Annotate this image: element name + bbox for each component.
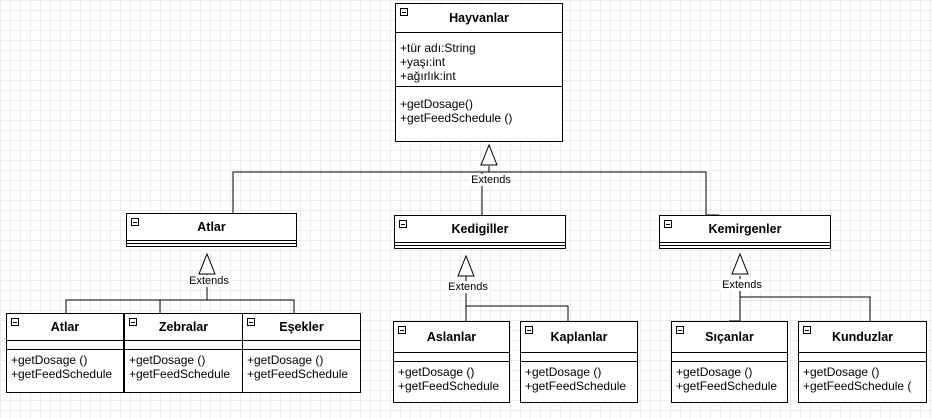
- class-name: Zebralar: [158, 320, 209, 334]
- class-name: Sıçanlar: [705, 330, 754, 344]
- collapse-icon[interactable]: [664, 220, 672, 228]
- class-name: Kunduzlar: [831, 330, 894, 344]
- collapse-icon[interactable]: [247, 318, 255, 326]
- method: +getDosage (): [676, 365, 753, 379]
- attribute: +tür adı:String: [400, 41, 476, 55]
- class-hayvanlar[interactable]: Hayvanlar +tür adı:String +yaşı:int +ağı…: [395, 3, 563, 142]
- methods-section: +getDosage () +getFeedSchedule: [7, 350, 123, 384]
- collapse-icon[interactable]: [803, 326, 811, 334]
- collapse-icon[interactable]: [525, 326, 533, 334]
- class-kemirgenler[interactable]: Kemirgenler: [659, 215, 831, 249]
- methods-section: +getDosage () +getFeedSchedule: [394, 362, 509, 396]
- class-kunduzlar[interactable]: Kunduzlar +getDosage () +getFeedSchedule…: [798, 321, 927, 403]
- extends-label-kemirgenler: Extends: [720, 279, 764, 291]
- class-name: Hayvanlar: [449, 11, 509, 25]
- attributes-section: [243, 341, 360, 350]
- attributes-section: [125, 341, 242, 350]
- class-header: Atlar: [7, 314, 123, 341]
- attribute: +yaşı:int: [400, 55, 446, 69]
- class-name: Kedigiller: [451, 222, 509, 236]
- connector-atlar-to-hayvanlar: [232, 166, 490, 213]
- method: +getFeedSchedule (: [803, 379, 912, 393]
- class-header: Kedigiller: [395, 216, 565, 246]
- extends-label-atlar: Extends: [187, 275, 231, 287]
- method: +getDosage (): [129, 353, 206, 367]
- attributes-section: [672, 353, 787, 362]
- class-header: Kemirgenler: [660, 216, 830, 246]
- connector-kemirgenler-to-hayvanlar: [489, 171, 719, 216]
- collapse-icon[interactable]: [398, 326, 406, 334]
- methods-section: +getDosage() +getFeedSchedule (): [396, 87, 562, 128]
- method: +getFeedSchedule: [398, 379, 500, 393]
- inheritance-arrow-hayvanlar: [480, 143, 498, 166]
- collapse-icon[interactable]: [131, 218, 139, 226]
- methods-section: +getDosage () +getFeedSchedule (: [799, 362, 926, 396]
- collapse-icon[interactable]: [11, 318, 19, 326]
- class-header: Sıçanlar: [672, 322, 787, 353]
- attributes-section: +tür adı:String +yaşı:int +ağırlık:int: [396, 33, 562, 87]
- methods-section: +getDosage () +getFeedSchedule: [672, 362, 787, 396]
- class-header: Eşekler: [243, 314, 360, 341]
- inheritance-arrow-kemirgenler: [731, 252, 749, 275]
- method: +getDosage (): [247, 353, 324, 367]
- method: +getDosage(): [400, 97, 474, 111]
- attribute: +ağırlık:int: [400, 69, 456, 83]
- methods-section: +getDosage () +getFeedSchedule: [125, 350, 242, 384]
- collapse-icon[interactable]: [400, 8, 408, 16]
- attributes-section: [521, 353, 637, 362]
- method: +getDosage (): [398, 365, 475, 379]
- collapse-icon[interactable]: [676, 326, 684, 334]
- class-name: Eşekler: [279, 320, 324, 334]
- attributes-section: [799, 353, 926, 362]
- method: +getDosage (): [525, 365, 602, 379]
- class-header: Hayvanlar: [396, 4, 562, 33]
- class-header: Kaplanlar: [521, 322, 637, 353]
- class-header: Atlar: [127, 214, 296, 244]
- class-name: Atlar: [197, 220, 226, 234]
- connector-horses-group: [65, 274, 208, 313]
- class-kaplanlar[interactable]: Kaplanlar +getDosage () +getFeedSchedule: [520, 321, 638, 403]
- collapse-icon[interactable]: [399, 220, 407, 228]
- class-aslanlar[interactable]: Aslanlar +getDosage () +getFeedSchedule: [393, 321, 510, 403]
- class-name: Atlar: [50, 320, 80, 334]
- method: +getFeedSchedule: [11, 367, 113, 381]
- class-atlar-parent[interactable]: Atlar: [126, 213, 297, 247]
- class-header: Aslanlar: [394, 322, 509, 353]
- attributes-section: [7, 341, 123, 350]
- class-header: Zebralar: [125, 314, 242, 341]
- extends-label-root: Extends: [469, 174, 513, 186]
- class-sicanlar[interactable]: Sıçanlar +getDosage () +getFeedSchedule: [671, 321, 788, 403]
- class-esekler[interactable]: Eşekler +getDosage () +getFeedSchedule: [242, 313, 361, 393]
- method: +getFeedSchedule: [247, 367, 349, 381]
- class-kedigiller[interactable]: Kedigiller: [394, 215, 566, 249]
- method: +getDosage (): [803, 365, 880, 379]
- methods-section: +getDosage () +getFeedSchedule: [243, 350, 360, 384]
- method: +getDosage (): [11, 353, 88, 367]
- method: +getFeedSchedule: [676, 379, 778, 393]
- class-atlar[interactable]: Atlar +getDosage () +getFeedSchedule: [6, 313, 124, 393]
- method: +getFeedSchedule: [129, 367, 231, 381]
- extends-label-kedigiller: Extends: [446, 281, 490, 293]
- class-zebralar[interactable]: Zebralar +getDosage () +getFeedSchedule: [124, 313, 243, 393]
- class-name: Kemirgenler: [708, 222, 782, 236]
- class-name: Aslanlar: [426, 330, 477, 344]
- method: +getFeedSchedule (): [400, 111, 513, 125]
- method: +getFeedSchedule: [525, 379, 627, 393]
- class-header: Kunduzlar: [799, 322, 926, 353]
- inheritance-arrow-kedigiller: [457, 254, 475, 277]
- inheritance-arrow-atlar: [198, 252, 216, 275]
- collapse-icon[interactable]: [129, 318, 137, 326]
- class-name: Kaplanlar: [550, 330, 608, 344]
- attributes-section: [394, 353, 509, 362]
- methods-section: +getDosage () +getFeedSchedule: [521, 362, 637, 396]
